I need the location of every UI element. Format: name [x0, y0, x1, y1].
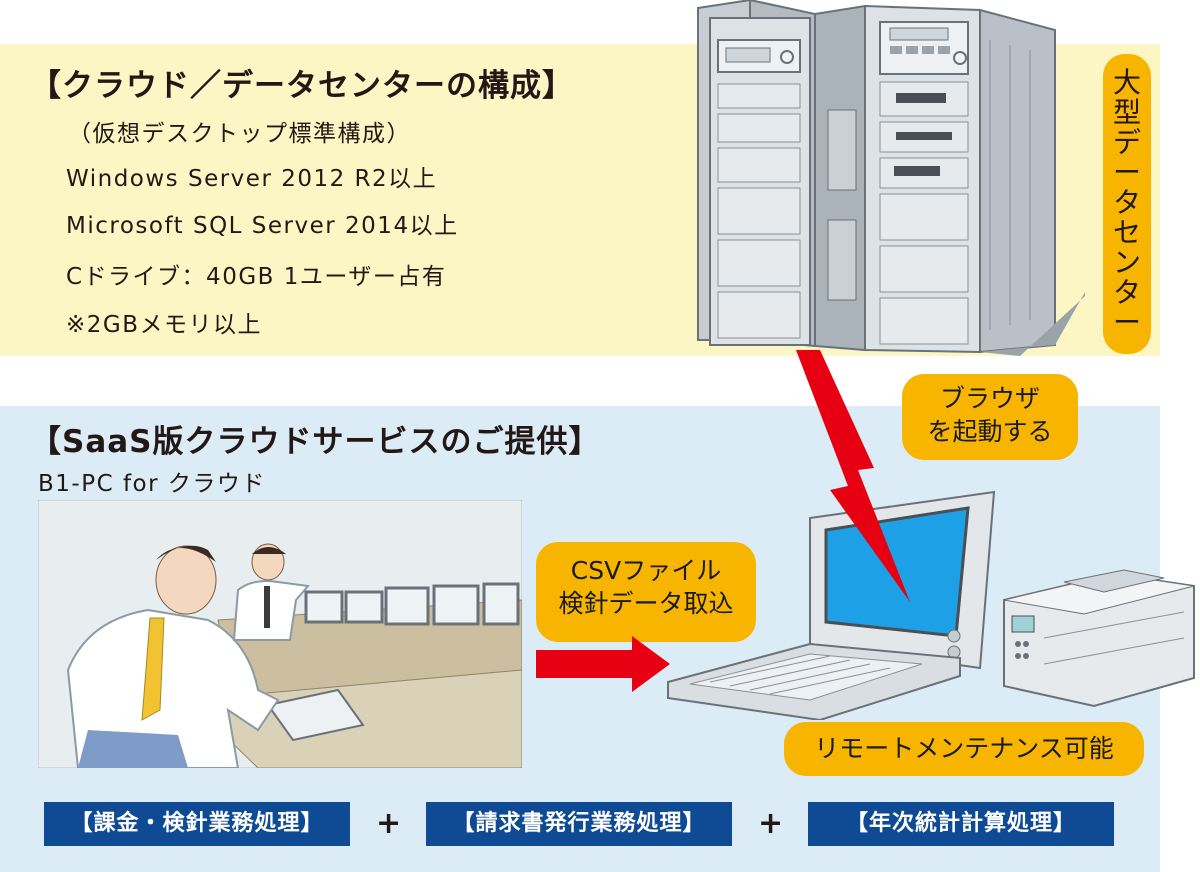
browser-callout-line2: を起動する	[927, 417, 1053, 446]
module-billing-meter: 【課金・検針業務処理】	[44, 802, 350, 846]
datacenter-char: タ	[1112, 186, 1141, 219]
module-invoice: 【請求書発行業務処理】	[426, 802, 732, 846]
datacenter-label: 大 型 デ ー タ セ ン タ ー	[1103, 54, 1151, 354]
spec-line-windows: Windows Server 2012 R2以上	[66, 166, 438, 192]
spec-line-memory: ※2GBメモリ以上	[66, 312, 263, 338]
csv-callout-line1: CSVファイル	[570, 556, 722, 585]
plus-sign: +	[758, 806, 784, 841]
datacenter-char: ン	[1112, 246, 1141, 279]
datacenter-char: デ	[1112, 126, 1141, 159]
import-arrow	[536, 636, 670, 692]
saas-section-title: 【SaaS版クラウドサービスのご提供】	[30, 424, 601, 460]
spec-line-sql: Microsoft SQL Server 2014以上	[66, 213, 459, 239]
csv-callout-line2: 検針データ取込	[558, 589, 734, 618]
browser-callout-line1: ブラウザ	[939, 384, 1040, 413]
office-operator-illustration	[38, 500, 522, 768]
spec-line-vdi: （仮想デスクトップ標準構成）	[68, 121, 411, 147]
network-lightning	[796, 350, 910, 602]
plus-sign: +	[376, 806, 402, 841]
module-annual-stats: 【年次統計計算処理】	[808, 802, 1114, 846]
browser-start-callout: ブラウザ を起動する	[902, 374, 1078, 460]
printer-illustration	[1003, 569, 1195, 708]
csv-import-callout: CSVファイル 検針データ取込	[536, 542, 756, 642]
datacenter-char: 型	[1112, 96, 1141, 129]
server-rack-illustration	[697, 0, 1085, 356]
datacenter-char: タ	[1112, 276, 1141, 309]
product-name: B1-PC for クラウド	[38, 471, 266, 497]
datacenter-char: 大	[1112, 66, 1141, 99]
cloud-section-title: 【クラウド／データセンターの構成】	[30, 68, 574, 104]
datacenter-char: ー	[1112, 156, 1141, 189]
remote-maintenance-callout: リモートメンテナンス可能	[784, 722, 1144, 776]
datacenter-char: セ	[1112, 216, 1141, 249]
spec-line-drive: Cドライブ：40GB 1ユーザー占有	[66, 264, 447, 290]
datacenter-char: ー	[1112, 306, 1141, 339]
